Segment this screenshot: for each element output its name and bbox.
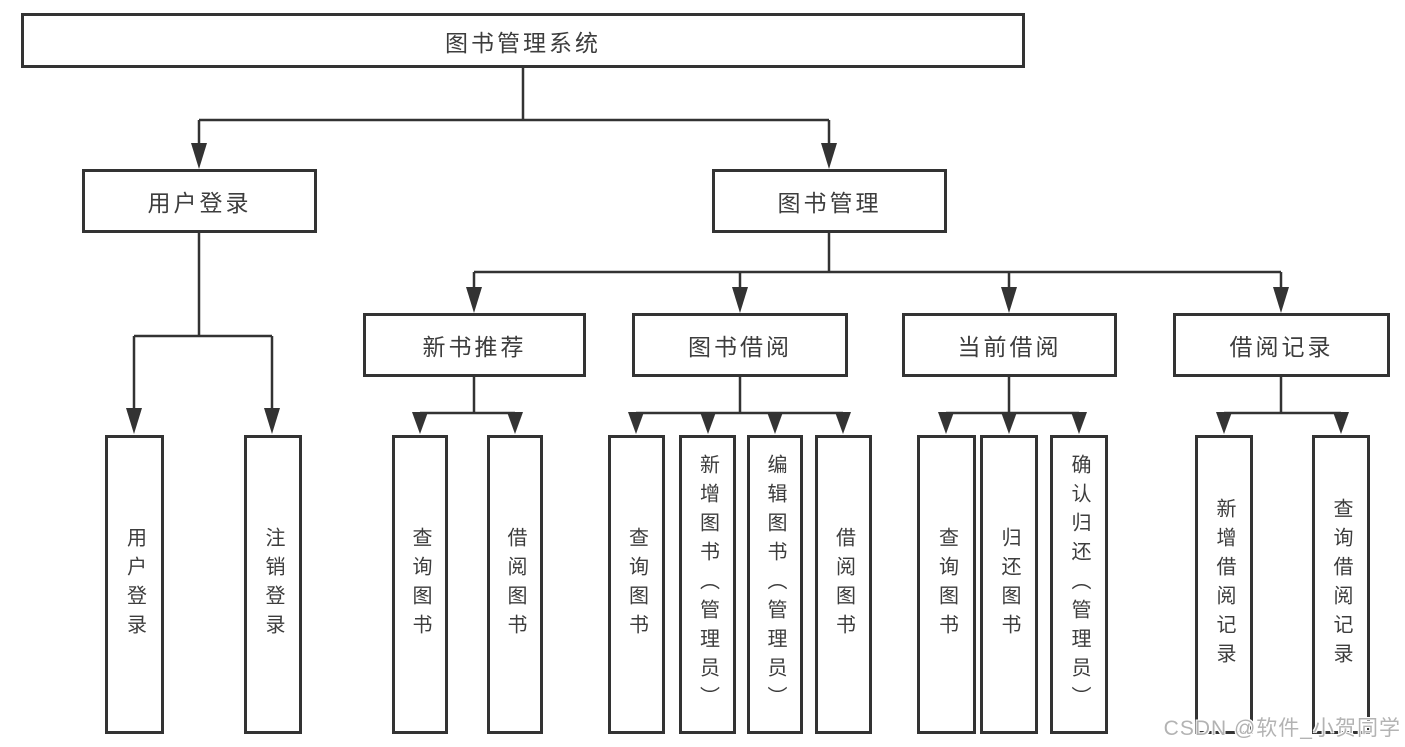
node-borrow-records: 借阅记录 bbox=[1173, 313, 1390, 377]
node-user-login: 用户登录 bbox=[82, 169, 317, 233]
leaf-query-borrow-record: 查询借阅记录 bbox=[1312, 435, 1370, 734]
arrowheads bbox=[126, 143, 1349, 434]
leaf-user-login: 用户登录 bbox=[105, 435, 164, 734]
leaf-add-borrow-record: 新增借阅记录 bbox=[1195, 435, 1253, 734]
leaf-logout-login: 注销登录 bbox=[244, 435, 302, 734]
leaf-query-books-current: 查询图书 bbox=[917, 435, 976, 734]
node-new-book-recommend: 新书推荐 bbox=[363, 313, 586, 377]
node-book-borrow: 图书借阅 bbox=[632, 313, 848, 377]
node-current-borrow: 当前借阅 bbox=[902, 313, 1117, 377]
leaf-return-books: 归还图书 bbox=[980, 435, 1038, 734]
leaf-borrow-books-recommend: 借阅图书 bbox=[487, 435, 543, 734]
leaf-query-books-borrow: 查询图书 bbox=[608, 435, 665, 734]
csdn-watermark: CSDN @软件_小贺同学 bbox=[1163, 717, 1401, 740]
leaf-add-books-admin: 新增图书（管理员） bbox=[679, 435, 736, 734]
leaf-query-books-recommend: 查询图书 bbox=[392, 435, 448, 734]
leaf-borrow-books: 借阅图书 bbox=[815, 435, 872, 734]
node-book-management: 图书管理 bbox=[712, 169, 947, 233]
leaf-edit-books-admin: 编辑图书（管理员） bbox=[747, 435, 803, 734]
leaf-confirm-return-admin: 确认归还（管理员） bbox=[1050, 435, 1108, 734]
node-library-management-system: 图书管理系统 bbox=[21, 13, 1025, 68]
